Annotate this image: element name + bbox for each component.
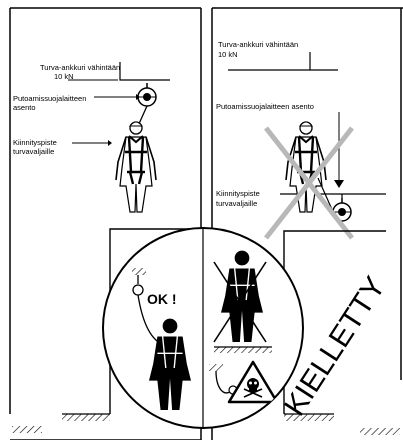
ok-label: OK ! [147,291,177,307]
right-attach-label-2: turvavaljaille [216,199,257,208]
fall-arrester-icon [137,82,157,107]
left-anchor-label-1: Turva-ankkuri vähintään [40,63,120,72]
inset-circle: OK ! [102,227,304,429]
cross-out-icon [264,126,354,240]
skull-crossbones-icon [227,360,279,404]
left-attach-label-2: turvavaljaille [13,147,54,156]
right-attach-label-1: Kiinnityspiste [216,189,260,198]
left-anchor-label-2: 10 kN [54,72,74,81]
anchor-line [119,62,170,81]
left-device-label-1: Putoamissuojalaitteen [13,94,86,103]
anchor-hatch-low-icon [209,364,223,371]
right-anchor-label-2: 10 kN [218,50,238,59]
worker-harness-icon [114,120,158,214]
left-panel: Turva-ankkuri vähintään 10 kN Putoamissu… [9,7,202,441]
anchor-hatch-icon [132,268,146,275]
left-attach-label-1: Kiinnityspiste [13,138,57,147]
worker-ok-icon [149,318,191,410]
right-anchor-label-1: Turva-ankkuri vähintään [218,40,298,49]
left-device-label-2: asento [13,103,36,112]
right-device-label: Putoamissuojalaitteen asento [216,102,314,111]
